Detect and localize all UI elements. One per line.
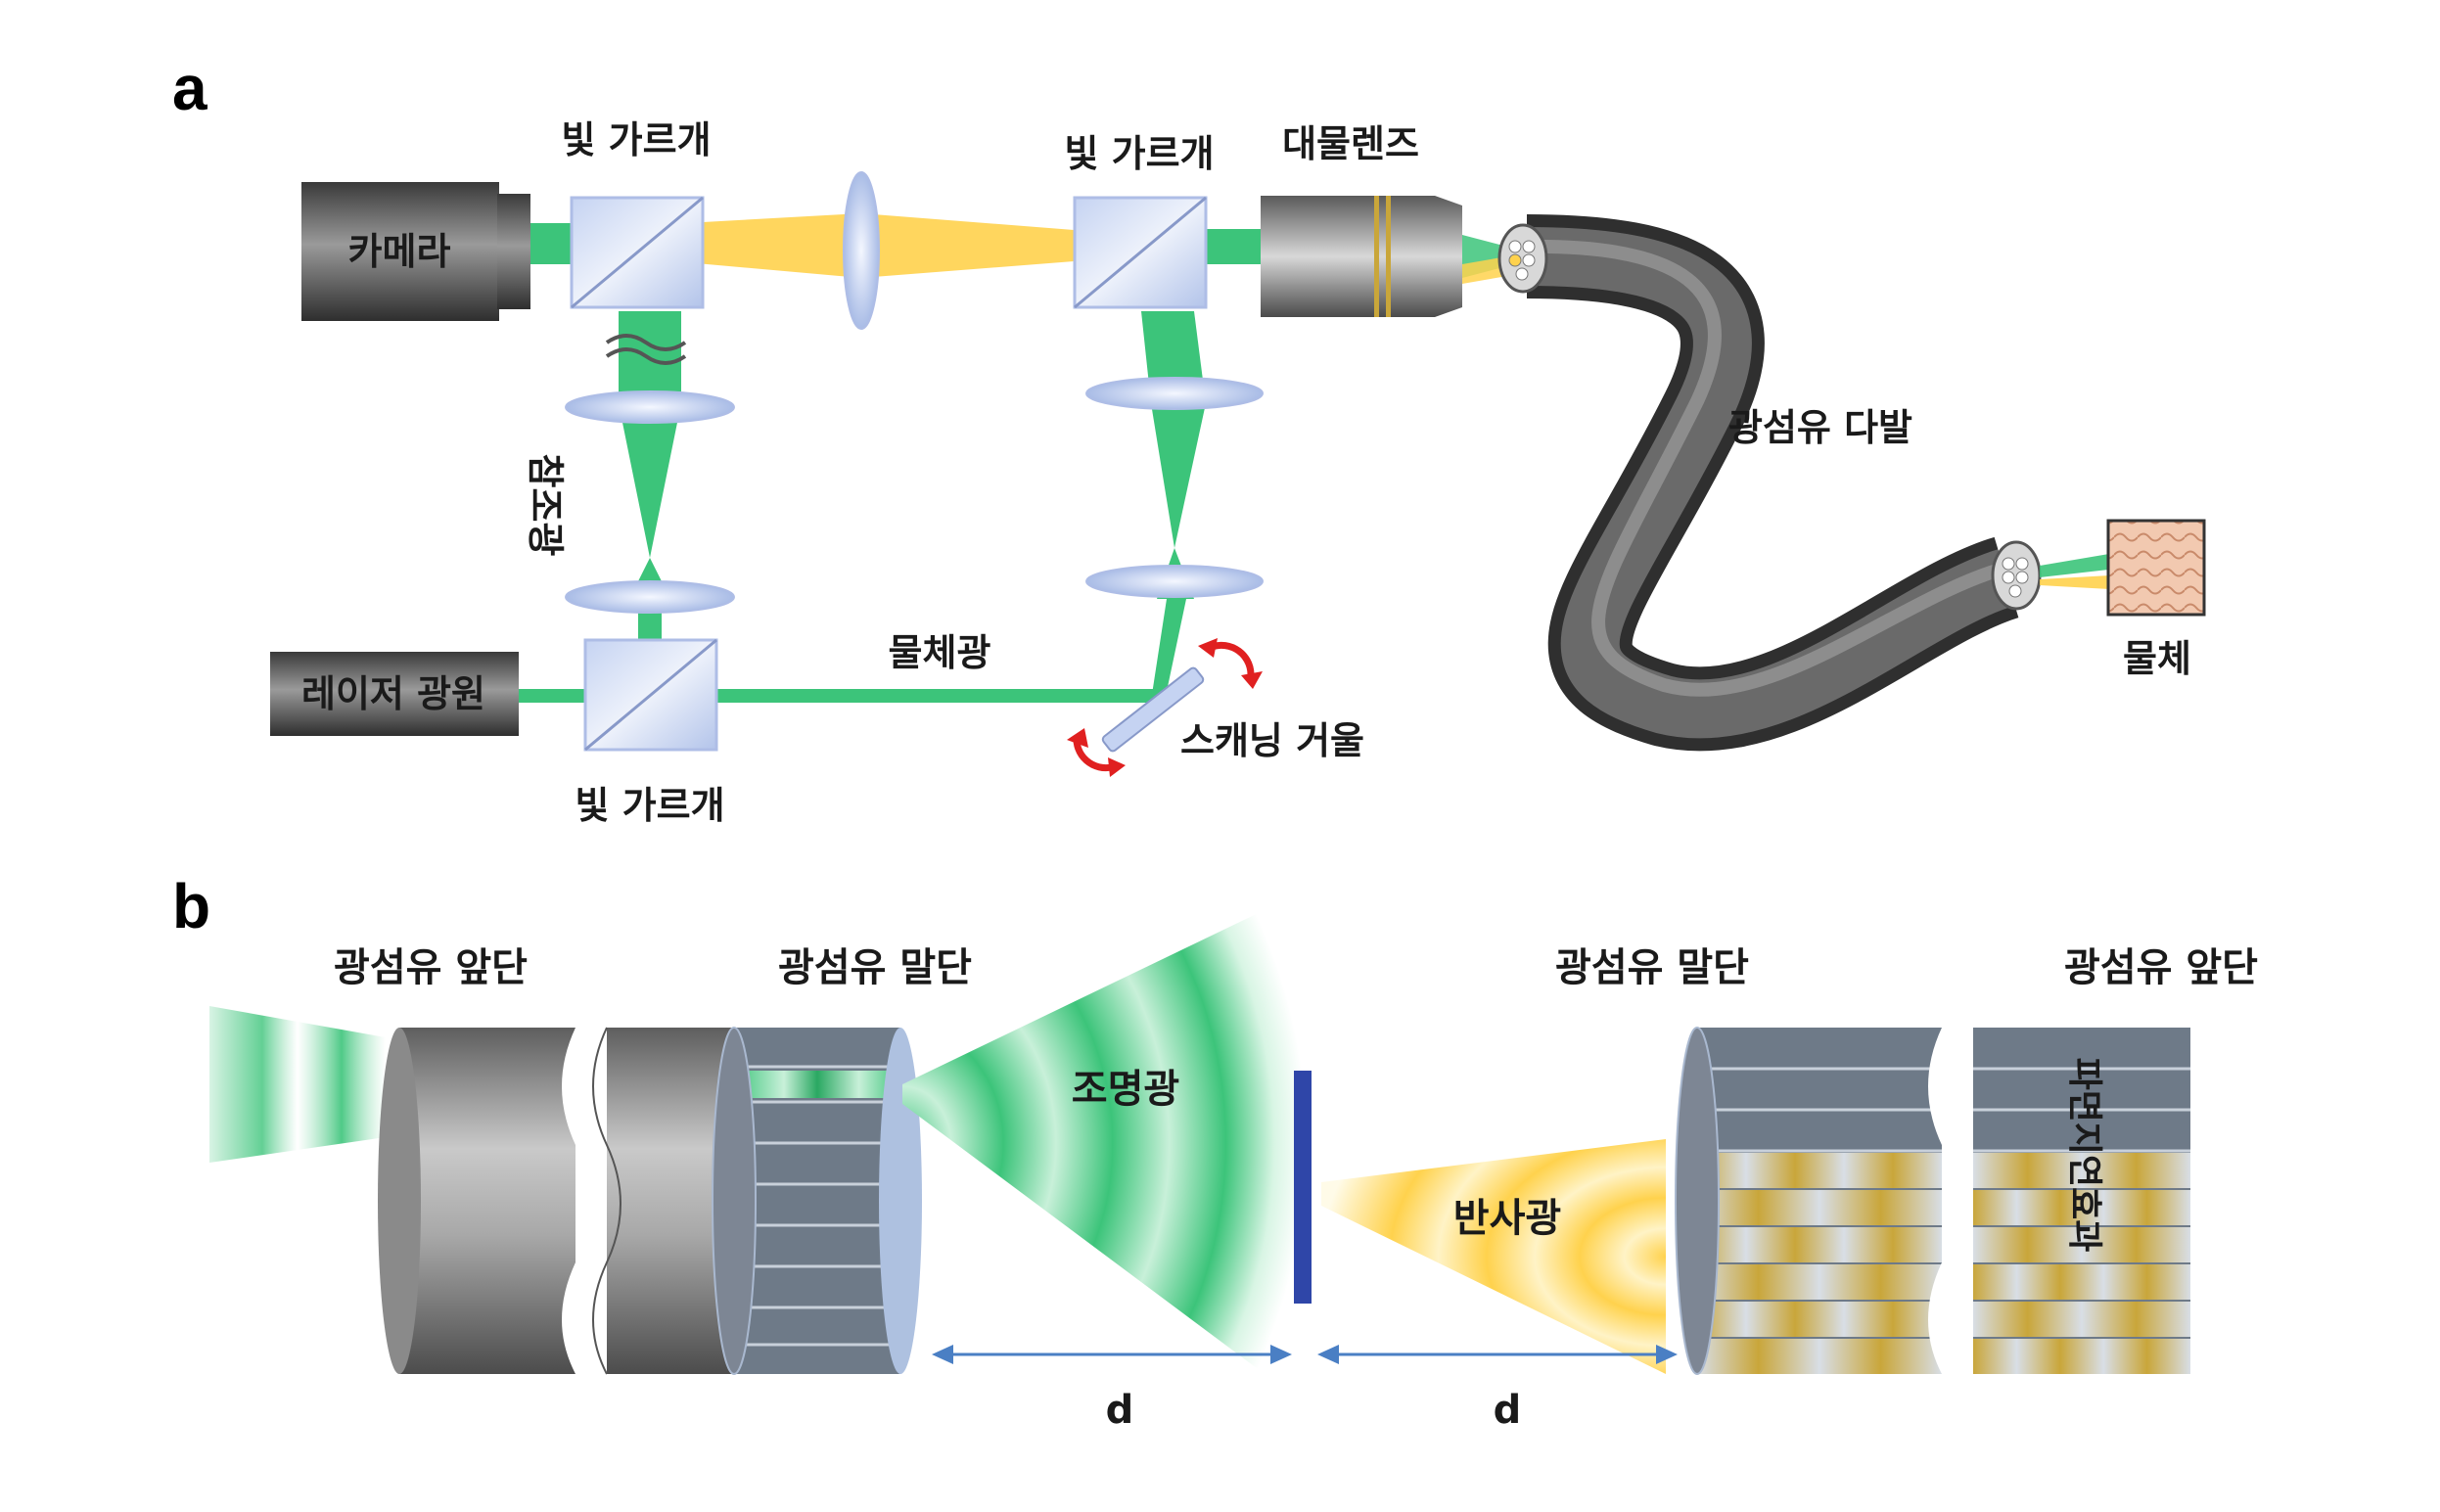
objective-lens-body (1261, 196, 1435, 317)
scanning-mirror-label: 스캐닝 거울 (1180, 719, 1364, 762)
break-mark-top (605, 334, 687, 351)
lens-reference-upper (565, 390, 735, 424)
object-beam-lower (1151, 599, 1186, 701)
fiber-front-left-label: 광섬유 앞단 (334, 945, 528, 990)
fiber-end-face-right (1675, 1027, 1720, 1375)
break-mark-bottom (605, 347, 687, 365)
beam-splitter-bottom-label: 빛 가르개 (575, 784, 724, 827)
object-sample (2106, 519, 2206, 617)
fiber-end-face-left (712, 1027, 757, 1375)
distance-label-left: d (1106, 1388, 1134, 1433)
break-gap-right (1928, 1028, 1987, 1374)
lens-object-lower (1085, 565, 1264, 598)
reference-beam-cone-down (619, 403, 681, 558)
lens-top (843, 171, 880, 330)
laser-source-body (270, 652, 519, 736)
camera-body (301, 182, 499, 321)
laser-source-label: 레이저 광원 (301, 672, 485, 715)
fiber-end-left-label: 광섬유 말단 (778, 945, 972, 990)
reference-beam-upper (619, 311, 681, 399)
reference-beam-label: 참조광 (524, 454, 567, 557)
fiber-front-cylinder-left (399, 1028, 575, 1374)
distance-label-right: d (1494, 1388, 1522, 1433)
illumination-cone (902, 906, 1307, 1380)
camera-lens-mount (497, 194, 530, 309)
objective-lens-tip (1435, 196, 1462, 317)
scanning-mirror (1101, 666, 1205, 753)
mirror-plane (1294, 1071, 1312, 1304)
break-gap-left (562, 1028, 621, 1374)
panel-a-letter: a (172, 53, 207, 123)
beam-splitter-top-left-label: 빛 가르개 (561, 118, 711, 161)
wavefront-delay-label: 파면지연효과 (2064, 1058, 2104, 1253)
beam-splitter-top-right-label: 빛 가르개 (1064, 132, 1214, 175)
lens-object-upper (1085, 377, 1264, 410)
incoming-wave (209, 1006, 386, 1163)
lens-reference-lower (565, 580, 735, 614)
object-label: 물체 (2123, 637, 2191, 680)
illumination-label: 조명광 (1072, 1067, 1179, 1112)
yellow-beam-top (685, 213, 1086, 278)
object-beam-label: 물체광 (889, 631, 991, 674)
green-beam-objective (1204, 229, 1263, 264)
panel-b-letter: b (172, 871, 210, 941)
camera-label: 카메라 (348, 230, 451, 273)
reflected-label: 반사광 (1453, 1196, 1561, 1241)
reflected-cone (1321, 1139, 1666, 1374)
fiber-end-right-label: 광섬유 말단 (1555, 945, 1749, 990)
object-beam-cone-down (1151, 403, 1206, 548)
illuminated-core (734, 1071, 900, 1098)
objective-lens-label: 대물렌즈 (1282, 122, 1419, 165)
fiber-bundle-label: 광섬유 다발 (1728, 406, 1912, 449)
fiber-front-right-label: 광섬유 앞단 (2064, 945, 2258, 990)
